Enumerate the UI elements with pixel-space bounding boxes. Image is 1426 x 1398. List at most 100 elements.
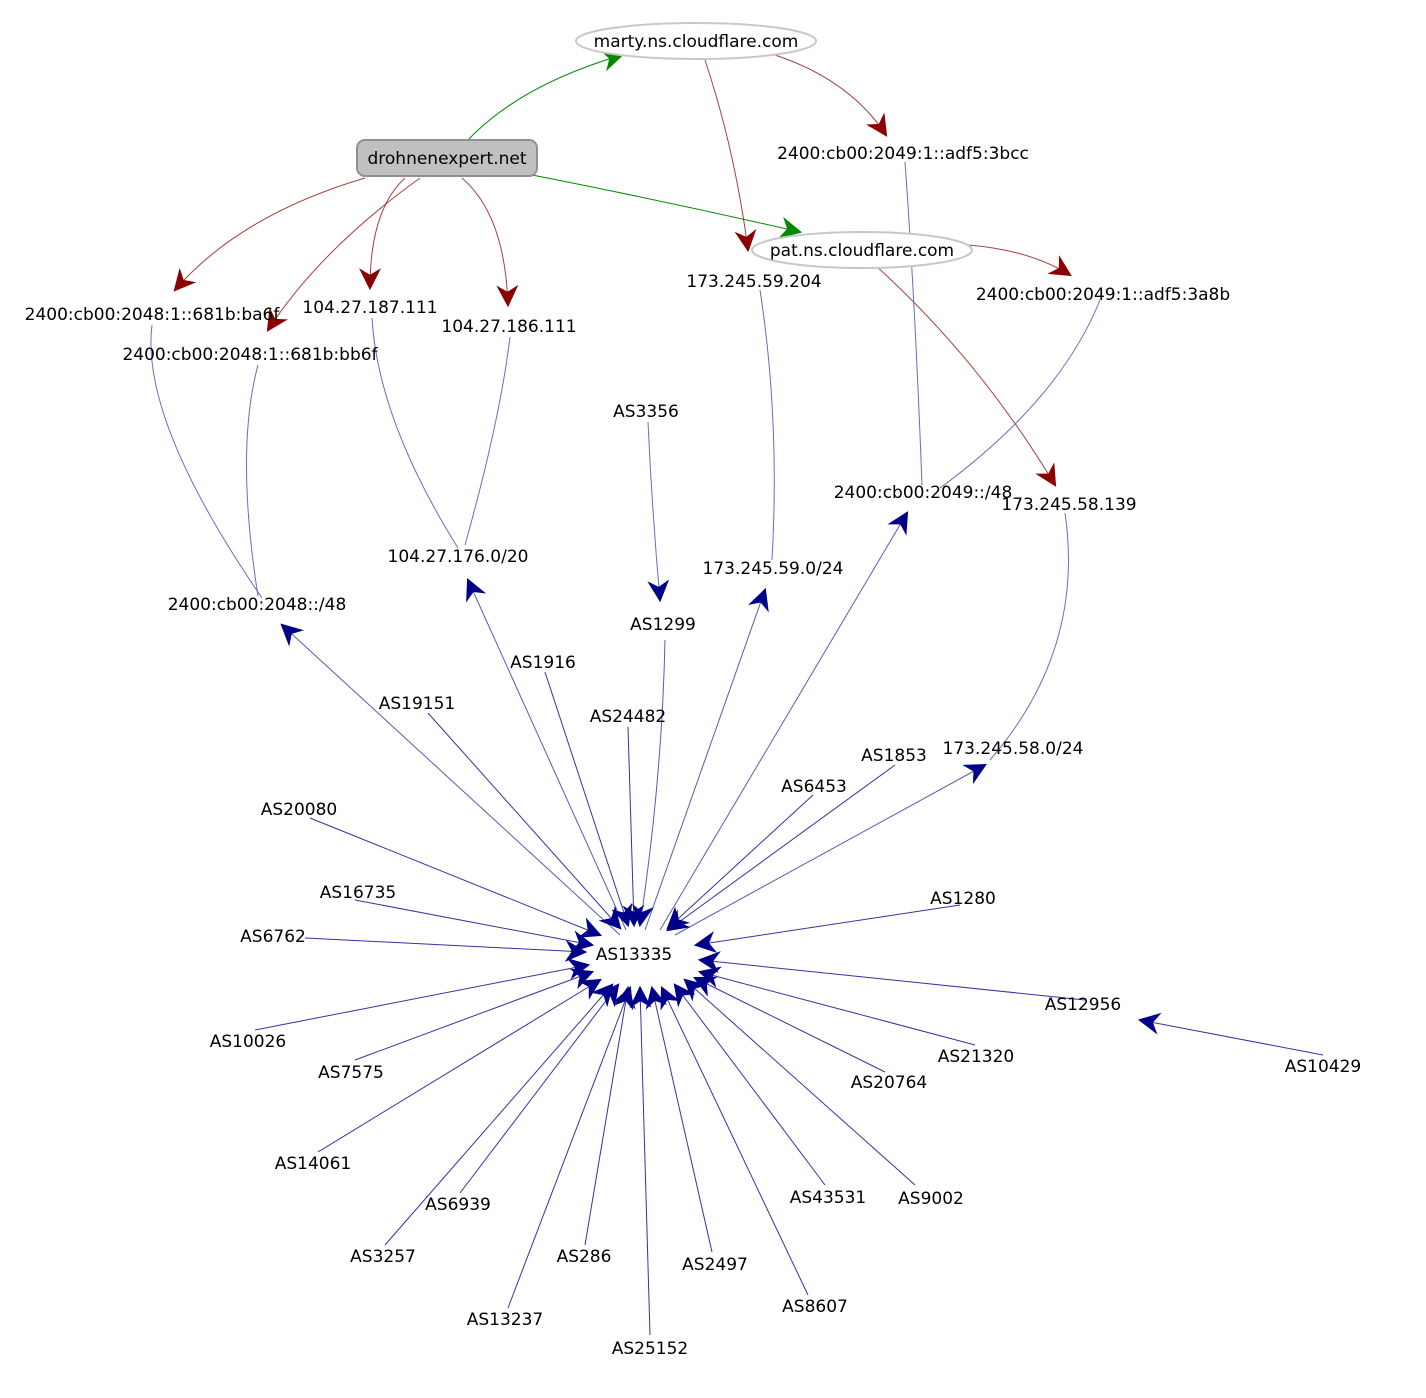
edge-domain-bb6f: [266, 177, 421, 332]
edge-as1853: [666, 764, 896, 932]
ns-edges: [467, 50, 803, 239]
node-pfx-2048[interactable]: 2400:cb00:2048::/48: [168, 595, 347, 615]
edge-as10026: [254, 957, 591, 1031]
node-as1280[interactable]: AS1280: [930, 889, 996, 909]
edge-domain-186: [461, 177, 519, 308]
node-ip-59-204[interactable]: 173.245.59.204: [686, 272, 821, 292]
as-prefix-edges: [280, 511, 987, 936]
node-as6939[interactable]: AS6939: [425, 1195, 491, 1215]
resolve-edges: [173, 54, 1072, 487]
node-as13335[interactable]: AS13335: [596, 945, 673, 965]
peer-edges: [254, 671, 1324, 1336]
edge-as3257: [384, 983, 614, 1246]
edge-as20764: [693, 976, 886, 1073]
edge-as7575: [354, 968, 595, 1061]
edge-as6939: [459, 983, 620, 1194]
edge-as16735: [354, 899, 595, 953]
edge-as1280: [693, 904, 961, 953]
edge-as13335-pfx2049: [659, 511, 909, 931]
node-domain[interactable]: drohnenexpert.net: [356, 139, 538, 177]
node-pfx-59[interactable]: 173.245.59.0/24: [703, 559, 844, 579]
node-ip6-ba6f[interactable]: 2400:cb00:2048:1::681b:ba6f: [25, 305, 281, 325]
edge-as19151: [427, 712, 622, 930]
node-as2497[interactable]: AS2497: [682, 1255, 748, 1275]
node-as10429[interactable]: AS10429: [1285, 1057, 1362, 1077]
edge-domain-187: [359, 177, 406, 291]
node-pfx-2049[interactable]: 2400:cb00:2049::/48: [834, 483, 1013, 503]
node-as21320[interactable]: AS21320: [938, 1047, 1015, 1067]
edge-as10429: [1137, 1012, 1324, 1056]
edge-as1299-as13335: [632, 639, 666, 928]
edge-as20080: [309, 817, 603, 938]
node-as286[interactable]: AS286: [557, 1247, 612, 1267]
node-pfx-104[interactable]: 104.27.176.0/20: [388, 547, 529, 567]
edge-as286: [584, 985, 636, 1246]
edge-as13237: [507, 985, 634, 1309]
edge-as14061: [317, 978, 602, 1153]
node-as10026[interactable]: AS10026: [210, 1032, 287, 1052]
node-as9002[interactable]: AS9002: [898, 1189, 964, 1209]
edge-ba6f-pfx2048: [150, 324, 263, 599]
edge-as9002: [683, 978, 916, 1186]
node-as20080[interactable]: AS20080: [261, 800, 338, 820]
node-as1299[interactable]: AS1299: [630, 615, 696, 635]
ns-pat-label: pat.ns.cloudflare.com: [770, 241, 954, 261]
domain-label: drohnenexpert.net: [367, 149, 526, 169]
node-as8607[interactable]: AS8607: [782, 1297, 848, 1317]
edge-domain-pat: [531, 174, 803, 239]
node-ns-pat[interactable]: pat.ns.cloudflare.com: [751, 231, 973, 269]
node-as6453[interactable]: AS6453: [781, 777, 847, 797]
edge-as43531: [673, 983, 826, 1186]
edge-186-pfx104: [464, 336, 511, 546]
edge-as13335-pfx2048: [280, 623, 621, 936]
ip-prefix-edges: [150, 161, 1101, 761]
node-as24482[interactable]: AS24482: [590, 707, 667, 727]
edge-as2497: [645, 985, 713, 1253]
edge-as8607: [660, 986, 809, 1296]
edge-pat-58-139: [874, 264, 1057, 487]
node-as14061[interactable]: AS14061: [275, 1154, 352, 1174]
node-as25152[interactable]: AS25152: [612, 1339, 689, 1359]
text-nodes: 2400:cb00:2049:1::adf5:3bcc 2400:cb00:20…: [25, 144, 1362, 1359]
node-as16735[interactable]: AS16735: [320, 883, 397, 903]
node-as3356[interactable]: AS3356: [613, 402, 679, 422]
edge-as1916: [544, 671, 633, 928]
edge-a8b-pfx2049: [939, 299, 1101, 489]
node-as20764[interactable]: AS20764: [851, 1073, 928, 1093]
node-as3257[interactable]: AS3257: [350, 1247, 416, 1267]
node-ip6-bb6f[interactable]: 2400:cb00:2048:1::681b:bb6f: [122, 345, 378, 365]
node-as13237[interactable]: AS13237: [467, 1310, 544, 1330]
edge-bcc-pfx2049: [904, 161, 923, 486]
node-ip6-a8b[interactable]: 2400:cb00:2049:1::adf5:3a8b: [976, 285, 1230, 305]
node-as1916[interactable]: AS1916: [510, 653, 576, 673]
edge-as25152: [629, 985, 652, 1336]
edge-as3356-as1299: [647, 421, 670, 603]
edge-187-pfx104: [371, 317, 459, 549]
edge-as13335-pfx59: [644, 587, 769, 931]
ns-marty-label: marty.ns.cloudflare.com: [594, 32, 799, 52]
edge-59204-pfx59: [759, 289, 775, 561]
edge-as13335-pfx58: [674, 763, 987, 936]
edge-domain-marty: [467, 50, 625, 141]
node-ip-58-139[interactable]: 173.245.58.139: [1001, 495, 1136, 515]
node-ip-186[interactable]: 104.27.186.111: [441, 317, 576, 337]
node-ip6-bcc[interactable]: 2400:cb00:2049:1::adf5:3bcc: [777, 144, 1029, 164]
edge-as6453: [666, 794, 814, 930]
node-ip-187[interactable]: 104.27.187.111: [302, 298, 437, 318]
edge-marty-ip6-bcc: [774, 54, 888, 137]
edge-58139-pfx58: [989, 512, 1069, 761]
node-pfx-58[interactable]: 173.245.58.0/24: [943, 739, 1084, 759]
node-as7575[interactable]: AS7575: [318, 1063, 384, 1083]
edge-pat-ip6-a8b: [967, 244, 1072, 277]
node-as1853[interactable]: AS1853: [861, 746, 927, 766]
node-as19151[interactable]: AS19151: [379, 694, 456, 714]
node-as12956[interactable]: AS12956: [1045, 995, 1122, 1015]
node-as43531[interactable]: AS43531: [790, 1188, 867, 1208]
edge-marty-59-204: [704, 59, 757, 253]
edge-domain-ba6f: [173, 177, 366, 292]
node-ns-marty[interactable]: marty.ns.cloudflare.com: [575, 22, 817, 60]
edge-as13335-pfx104: [466, 577, 627, 931]
node-as6762[interactable]: AS6762: [240, 927, 306, 947]
